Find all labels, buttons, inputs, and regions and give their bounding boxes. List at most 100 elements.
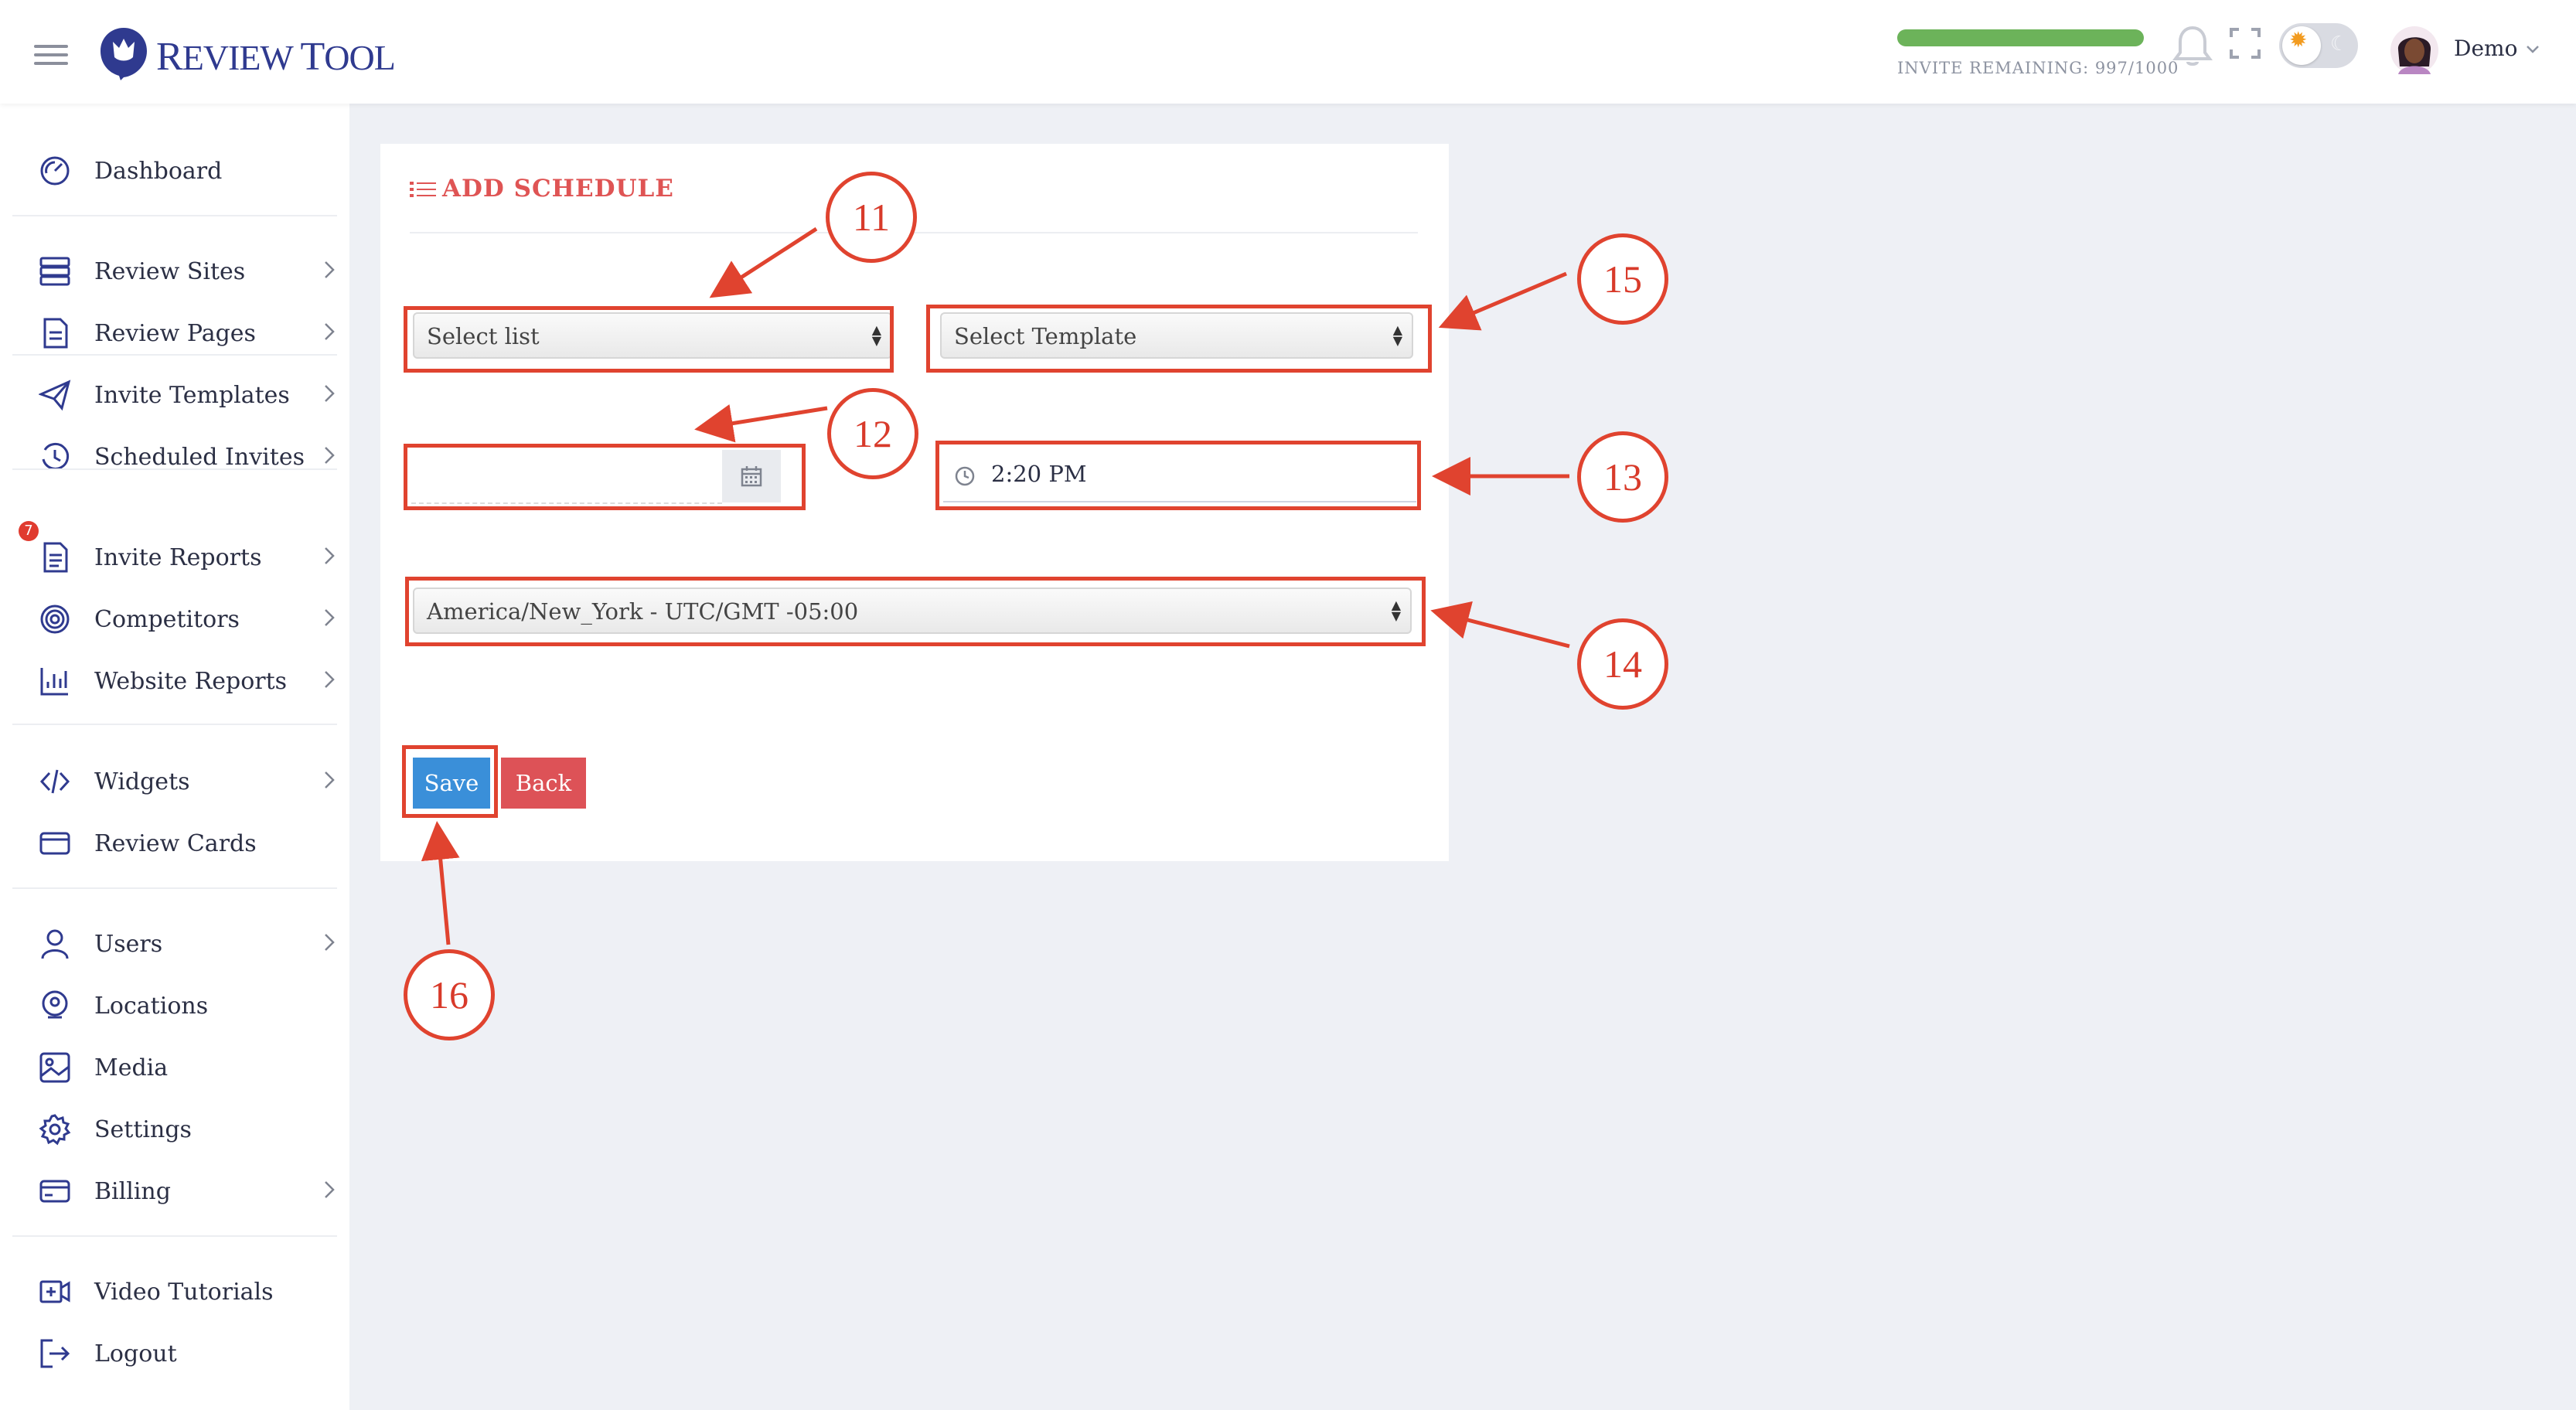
- timezone-dropdown[interactable]: America/New_York - UTC/GMT -05:00 ▲▼: [413, 588, 1412, 634]
- moon-icon: ☾: [2330, 32, 2349, 56]
- chevron-down-icon[interactable]: [2523, 40, 2542, 59]
- sidebar-item-video-tutorials[interactable]: Video Tutorials: [0, 1268, 349, 1314]
- sidebar-item-label: Website Reports: [94, 668, 288, 695]
- sidebar-divider: [12, 887, 337, 889]
- callout-11: 11: [826, 172, 917, 263]
- chart-icon: [40, 668, 68, 696]
- arrow-15: [1438, 271, 1567, 331]
- chevron-right-icon: [325, 1181, 335, 1198]
- sidebar-item-competitors[interactable]: Competitors: [0, 595, 349, 642]
- sidebar-item-label: Review Cards: [94, 830, 257, 857]
- sidebar-item-review-sites[interactable]: Review Sites: [0, 247, 349, 294]
- chevron-right-icon: [325, 447, 335, 464]
- billing-icon: [39, 1180, 70, 1203]
- history-icon: [42, 442, 70, 470]
- callout-12: 12: [827, 388, 918, 479]
- chevron-right-icon: [325, 671, 335, 688]
- video-icon: [39, 1280, 70, 1303]
- hamburger-icon[interactable]: [34, 45, 68, 66]
- sidebar-item-invite-reports[interactable]: Invite Reports: [0, 533, 349, 580]
- location-icon: [42, 990, 68, 1019]
- clock-icon: [955, 466, 975, 486]
- back-button[interactable]: Back: [501, 758, 586, 809]
- sidebar-item-label: Review Sites: [94, 258, 246, 285]
- sidebar-item-review-pages[interactable]: Review Pages: [0, 309, 349, 356]
- avatar[interactable]: [2389, 23, 2440, 77]
- chevron-right-icon: [325, 385, 335, 402]
- logo-icon[interactable]: [97, 25, 150, 80]
- sidebar-item-label: Billing: [94, 1178, 171, 1205]
- chevron-right-icon: [325, 609, 335, 626]
- chevron-right-icon: [325, 771, 335, 788]
- chevron-right-icon: [325, 934, 335, 951]
- toggle-knob: [2282, 26, 2321, 65]
- sidebar-item-locations[interactable]: Locations: [0, 982, 349, 1028]
- sidebar: [0, 104, 349, 1410]
- sidebar-item-widgets[interactable]: Widgets: [0, 758, 349, 804]
- invite-remaining-label: INVITE REMAINING: 997/1000: [1897, 59, 2179, 77]
- callout-13: 13: [1577, 431, 1668, 523]
- calendar-icon: [741, 466, 762, 487]
- sidebar-item-invite-templates[interactable]: Invite Templates: [0, 371, 349, 417]
- select-template-value: Select Template: [954, 323, 1137, 349]
- chevron-right-icon: [325, 323, 335, 340]
- sidebar-item-label: Video Tutorials: [94, 1279, 274, 1306]
- select-arrows-icon: ▲▼: [1391, 598, 1401, 623]
- fullscreen-icon[interactable]: [2230, 28, 2261, 59]
- sidebar-item-label: Users: [94, 931, 163, 958]
- sidebar-item-label: Invite Templates: [94, 382, 290, 409]
- bell-icon[interactable]: [2172, 23, 2213, 68]
- date-input[interactable]: [411, 450, 722, 504]
- sidebar-divider: [12, 215, 337, 216]
- select-arrows-icon: ▲▼: [871, 322, 881, 348]
- server-icon: [39, 257, 70, 286]
- sidebar-divider: [12, 354, 337, 356]
- callout-14: 14: [1577, 618, 1668, 710]
- calendar-button[interactable]: [722, 450, 781, 502]
- dashboard-icon: [40, 156, 70, 186]
- sidebar-item-website-reports[interactable]: Website Reports: [0, 657, 349, 703]
- time-value: 2:20 PM: [991, 461, 1087, 487]
- arrow-14: [1430, 601, 1570, 649]
- sidebar-item-label: Review Pages: [94, 320, 256, 347]
- sidebar-item-billing[interactable]: Billing: [0, 1167, 349, 1214]
- chevron-right-icon: [325, 261, 335, 278]
- logo-text[interactable]: REVIEW TOOL: [156, 35, 396, 79]
- sidebar-item-users[interactable]: Users: [0, 920, 349, 966]
- chevron-right-icon: [325, 547, 335, 564]
- top-header: REVIEW TOOL INVITE REMAINING: 997/1000 ✹…: [0, 0, 2576, 104]
- card-icon: [39, 832, 70, 855]
- sidebar-item-label: Settings: [94, 1116, 192, 1143]
- invite-progress-bar: [1897, 29, 2144, 46]
- select-list-value: Select list: [427, 323, 540, 349]
- sidebar-item-label: Widgets: [94, 768, 190, 795]
- media-icon: [39, 1052, 70, 1083]
- sidebar-item-dashboard[interactable]: Dashboard: [0, 147, 349, 193]
- sidebar-item-review-cards[interactable]: Review Cards: [0, 819, 349, 866]
- select-list-dropdown[interactable]: Select list ▲▼: [413, 312, 892, 359]
- user-name[interactable]: Demo: [2454, 36, 2518, 61]
- sidebar-item-label: Dashboard: [94, 158, 223, 185]
- sun-icon: ✹: [2289, 27, 2308, 53]
- sidebar-item-settings[interactable]: Settings: [0, 1105, 349, 1152]
- user-icon: [41, 929, 69, 959]
- sidebar-item-logout[interactable]: Logout: [0, 1330, 349, 1376]
- fingerprint-icon: [40, 605, 70, 634]
- send-icon: [39, 380, 71, 411]
- save-button[interactable]: Save: [413, 758, 490, 809]
- sidebar-item-label: Media: [94, 1054, 169, 1081]
- sidebar-item-label: Competitors: [94, 606, 240, 633]
- sidebar-item-scheduled-invites[interactable]: Scheduled Invites: [0, 433, 349, 479]
- theme-toggle[interactable]: ✹ ☾: [2279, 23, 2358, 68]
- sidebar-divider: [12, 724, 337, 725]
- sidebar-divider: [12, 468, 337, 470]
- code-icon: [39, 769, 70, 794]
- gear-icon: [39, 1114, 71, 1146]
- time-input[interactable]: 2:20 PM: [943, 450, 1416, 502]
- select-template-dropdown[interactable]: Select Template ▲▼: [940, 312, 1413, 359]
- page-icon: [43, 318, 68, 349]
- sidebar-item-media[interactable]: Media: [0, 1044, 349, 1090]
- report-icon: [43, 542, 68, 573]
- sidebar-divider: [12, 1235, 337, 1237]
- logout-icon: [40, 1339, 70, 1368]
